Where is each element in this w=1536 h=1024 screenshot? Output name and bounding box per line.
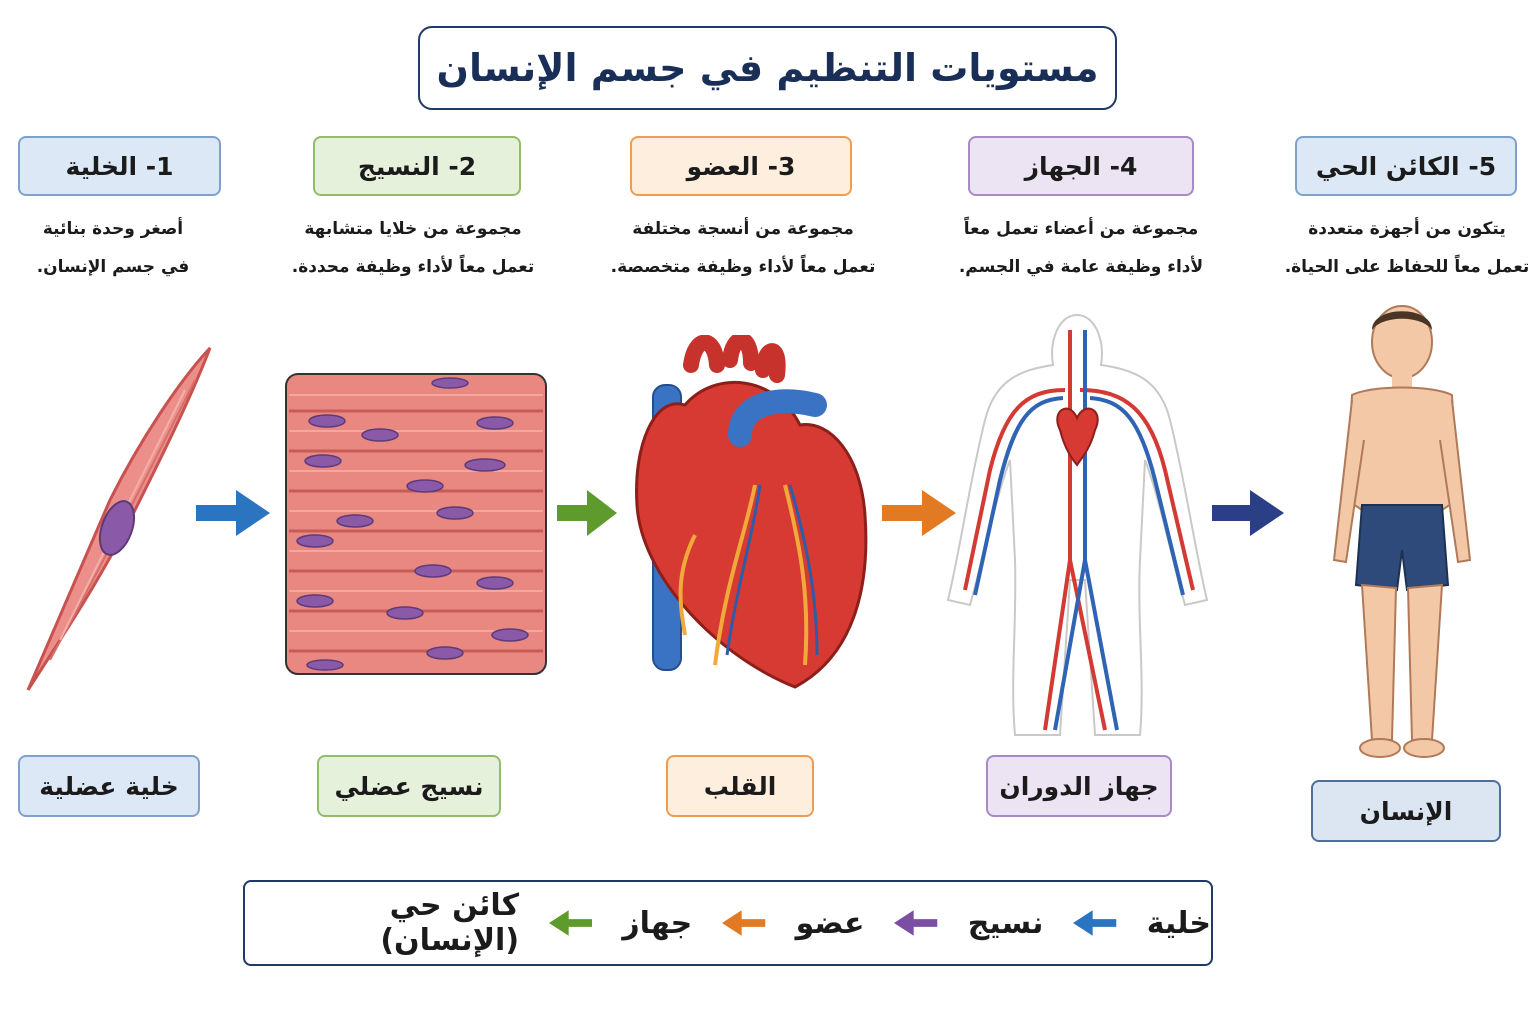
- stage-5-heading: 5- الكائن الحي: [1295, 136, 1517, 196]
- example-label-1: خلية عضلية: [18, 755, 200, 817]
- summary-arrow-3: [722, 910, 766, 936]
- heart-illustration: [625, 335, 870, 693]
- flow-arrow-4: [1212, 490, 1284, 536]
- summary-item-cell: خلية: [1146, 905, 1211, 941]
- flow-arrow-1: [196, 490, 270, 536]
- example-label-4: جهاز الدوران: [986, 755, 1172, 817]
- summary-item-organism: كائن حي (الإنسان): [380, 888, 520, 958]
- stage-2-heading: 2- النسيج: [313, 136, 521, 196]
- stage-4-description: مجموعة من أعضاء تعمل معاًلأداء وظيفة عام…: [958, 219, 1204, 277]
- example-label-2: نسيج عضلي: [317, 755, 501, 817]
- summary-arrow-2: [894, 910, 938, 936]
- summary-bar: خلية نسيج عضو جهاز كائن حي (الإنسان): [243, 880, 1213, 966]
- stage-3-heading: 3- العضو: [630, 136, 852, 196]
- muscle-cell-illustration: [20, 340, 220, 700]
- stage-4-heading: 4- الجهاز: [968, 136, 1194, 196]
- summary-arrow-4: [549, 910, 593, 936]
- example-label-5: الإنسان: [1311, 780, 1501, 842]
- stage-1-heading: 1- الخلية: [18, 136, 221, 196]
- flow-arrow-3: [882, 490, 956, 536]
- example-label-3: القلب: [666, 755, 814, 817]
- summary-item-tissue: نسيج: [967, 905, 1044, 941]
- muscle-tissue-illustration: [285, 373, 547, 675]
- summary-arrow-1: [1073, 910, 1117, 936]
- human-figure-illustration: [1322, 300, 1482, 770]
- page-title: مستويات التنظيم في جسم الإنسان: [418, 26, 1117, 110]
- flow-arrow-2: [557, 490, 617, 536]
- summary-item-system: جهاز: [622, 905, 693, 941]
- summary-item-organ: عضو: [795, 905, 865, 941]
- circulatory-system-illustration: [945, 310, 1210, 740]
